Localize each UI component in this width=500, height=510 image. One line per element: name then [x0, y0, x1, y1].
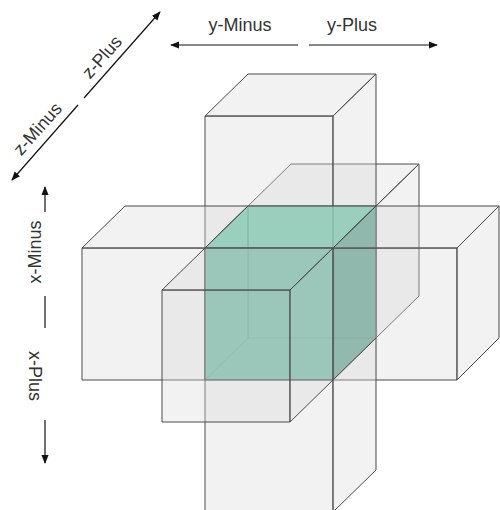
- axis-arrow: [44, 296, 45, 328]
- right-cube: [333, 206, 499, 380]
- axis-label: z-Plus: [79, 32, 126, 81]
- cube-face: [333, 248, 457, 380]
- cube-face: [290, 248, 333, 422]
- axis-arrow: [44, 187, 45, 212]
- cube-face: [333, 338, 376, 510]
- axis-arrow: [309, 44, 437, 45]
- axis-label: y-Plus: [327, 16, 377, 34]
- axis-label: y-Minus: [208, 16, 271, 34]
- axis-arrow: [44, 420, 45, 463]
- cube-face: [457, 206, 499, 380]
- front-cube: [162, 248, 333, 422]
- axis-arrow: [171, 44, 298, 45]
- axis-label: x-Plus: [26, 351, 44, 401]
- axis-label: z-Minus: [10, 99, 65, 158]
- cube-face: [162, 290, 290, 422]
- axis-label: x-Minus: [26, 220, 44, 283]
